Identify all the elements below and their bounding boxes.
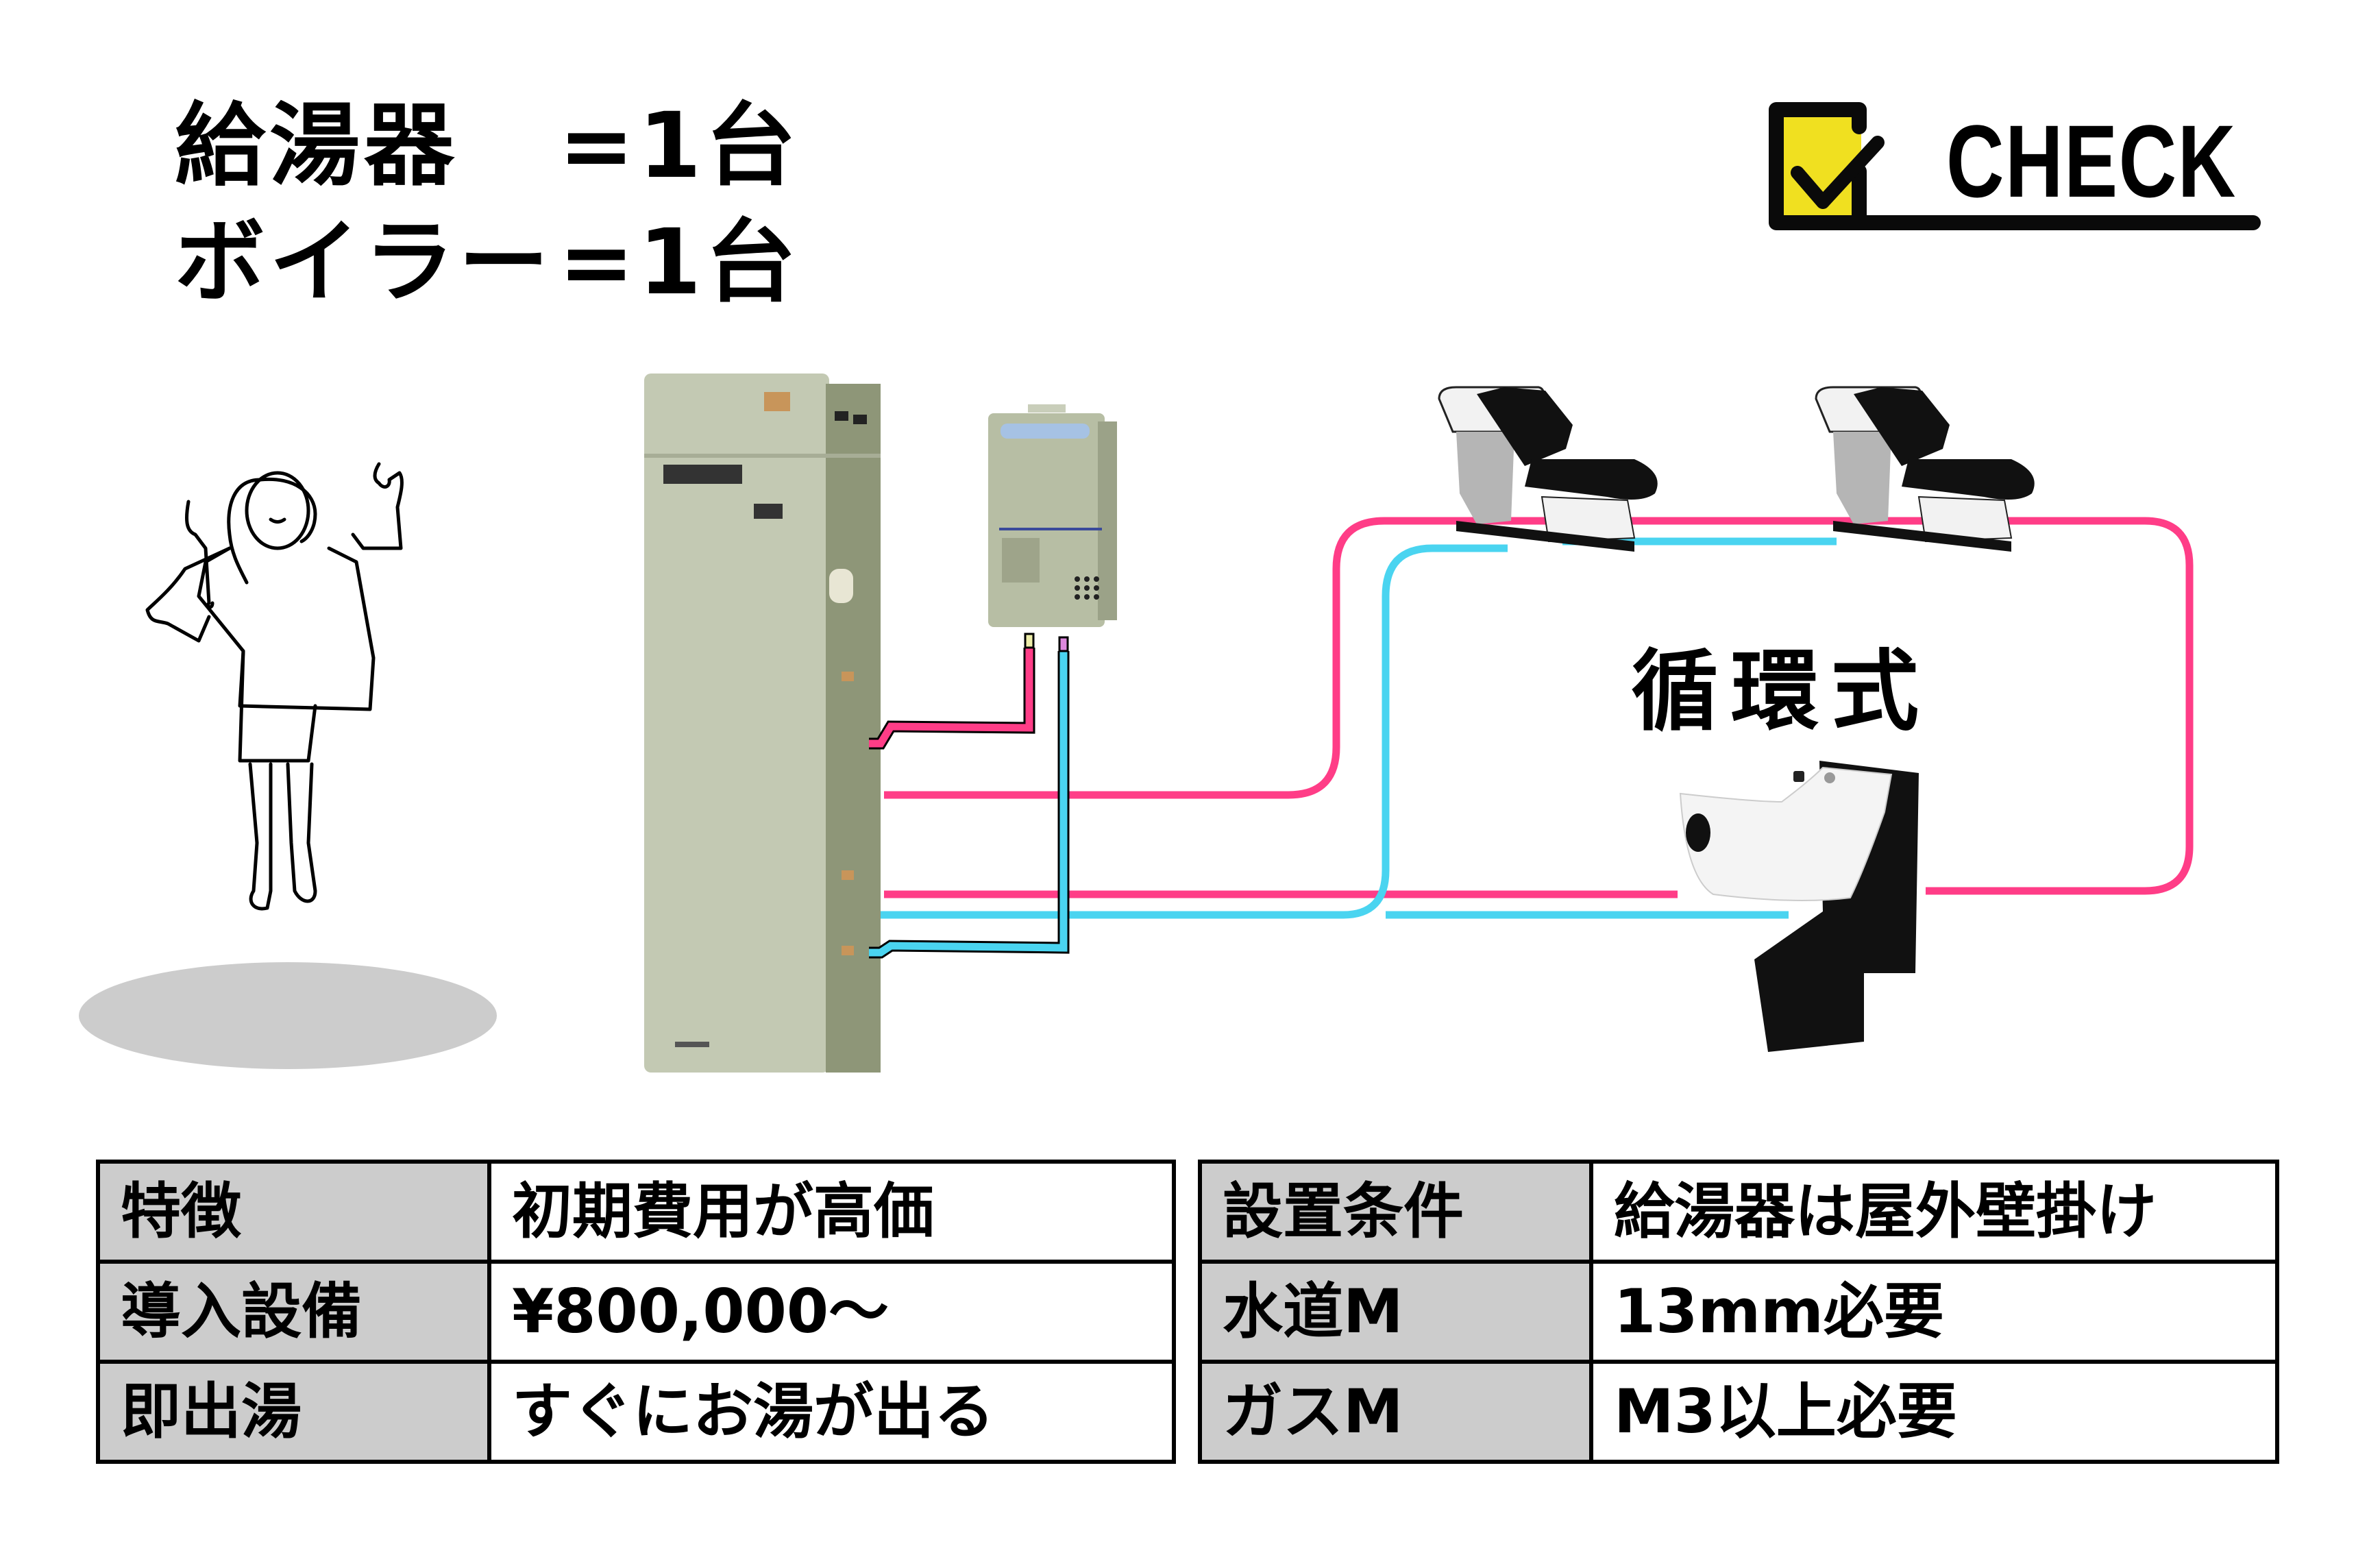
chair-bowl-stand [1833, 432, 1891, 524]
presenter-raised-arm [185, 500, 214, 609]
heater-cold-fitting [1058, 636, 1069, 652]
heater-side [1098, 421, 1117, 620]
table-row: 導入設備 ¥800,000〜 [96, 1260, 1176, 1364]
table-row: 水道M 13mm必要 [1198, 1260, 2279, 1364]
boiler-cover [829, 569, 853, 603]
headline-line-boiler: ボイラー=1台 [175, 204, 800, 321]
heater-stripe [999, 528, 1102, 530]
presenter-shadow [79, 962, 497, 1069]
sink-bowl [1679, 766, 1893, 901]
presenter-raised-hand [351, 462, 404, 550]
boiler-tank [644, 373, 881, 1073]
chair-backrest [1477, 387, 1573, 466]
headline-value: =1台 [559, 210, 800, 315]
presenter-illustration [145, 462, 404, 911]
table-key: 設置条件 [1198, 1160, 1593, 1264]
boiler-port [835, 411, 848, 421]
boiler-fitting [842, 946, 854, 955]
headline-line-water-heater: 給湯器 =1台 [175, 88, 800, 204]
table-key: 特徴 [96, 1160, 491, 1264]
table-row: 設置条件 給湯器は屋外壁掛け [1198, 1160, 2279, 1264]
cold-pipe-heater [869, 651, 1068, 957]
table-value: 初期費用が高価 [487, 1160, 1176, 1264]
headline-label: ボイラー [175, 210, 553, 315]
plumbing-diagram [79, 373, 2194, 1073]
presenter-left-leg [248, 762, 273, 911]
boiler-port [853, 415, 867, 424]
heater-exhaust-vent [1001, 424, 1090, 439]
sink-neck-rest [1686, 813, 1710, 852]
table-value: すぐにお湯が出る [487, 1360, 1176, 1464]
hot-pipe-heater [869, 648, 1033, 748]
heater-label-panel [1002, 538, 1040, 583]
heater-indicator-dots [1075, 576, 1099, 600]
sink-faucet-handle [1793, 771, 1804, 782]
presenter-jacket [197, 546, 376, 711]
presenter-skirt [238, 649, 317, 763]
chair-seat [1902, 459, 2035, 500]
sink-shower-head [1824, 772, 1835, 783]
hot-pipe-circulation-loop [884, 517, 2194, 895]
presenter-hair-left [227, 478, 262, 585]
chair-footrest [1456, 521, 1634, 552]
presenter-hair-right [258, 477, 317, 543]
circulation-type-label: 循環式 [1631, 641, 1932, 743]
pipe-network [876, 517, 2194, 919]
table-key: 導入設備 [96, 1260, 491, 1364]
check-mark [1791, 136, 1885, 209]
headline-value: =1台 [559, 93, 800, 199]
table-key: 即出湯 [96, 1360, 491, 1464]
spec-table-right: 設置条件 給湯器は屋外壁掛け 水道M 13mm必要 ガスM M3以上必要 [1198, 1160, 2279, 1464]
table-row: ガスM M3以上必要 [1198, 1360, 2279, 1464]
wall-mounted-water-heater [988, 404, 1117, 627]
boiler-valve [764, 392, 790, 411]
shampoo-chair [1815, 386, 2035, 552]
table-value: 給湯器は屋外壁掛け [1589, 1160, 2279, 1264]
presenter-face [245, 471, 310, 550]
sink-cabinet [1754, 761, 1919, 1052]
shampoo-sink [1679, 761, 1919, 1052]
heater-hot-fitting [1024, 633, 1035, 649]
boiler-fitting [842, 870, 854, 880]
presenter-left-arm [145, 546, 232, 643]
table-row: 即出湯 すぐにお湯が出る [96, 1360, 1176, 1464]
table-key: ガスM [1198, 1360, 1593, 1464]
check-label: CHECK [1946, 103, 2237, 219]
table-row: 特徴 初期費用が高価 [96, 1160, 1176, 1264]
chair-backrest [1854, 387, 1950, 466]
checkbox-check-icon [1769, 102, 2261, 230]
shampoo-chair [1438, 386, 1658, 552]
boiler-side-panel [826, 384, 881, 1073]
table-key: 水道M [1198, 1260, 1593, 1364]
boiler-brand-label [675, 1042, 709, 1047]
chair-footrest [1833, 521, 2011, 552]
table-value: ¥800,000〜 [487, 1260, 1176, 1364]
presenter-right-leg [286, 762, 317, 903]
table-value: M3以上必要 [1589, 1360, 2279, 1464]
heater-top-bracket [1028, 404, 1066, 413]
boiler-nameplate [663, 465, 742, 484]
check-box-outline [1769, 102, 2261, 230]
boiler-control-panel [754, 504, 783, 519]
heater-pipes [869, 633, 1070, 959]
presenter-smile [269, 517, 286, 524]
chair-seat [1525, 459, 1658, 500]
boiler-fitting [842, 672, 854, 681]
headline: 給湯器 =1台 ボイラー=1台 [175, 88, 800, 321]
table-value: 13mm必要 [1589, 1260, 2279, 1364]
boiler-front-panel [644, 373, 829, 1073]
chair-bowl-stand [1456, 432, 1514, 524]
chair-base [1917, 495, 2013, 543]
headline-label: 給湯器 [175, 93, 458, 199]
chair-base [1541, 495, 1636, 543]
spec-table-left: 特徴 初期費用が高価 導入設備 ¥800,000〜 即出湯 すぐにお湯が出る [96, 1160, 1176, 1464]
cold-pipe-chair-supply [876, 544, 1508, 919]
